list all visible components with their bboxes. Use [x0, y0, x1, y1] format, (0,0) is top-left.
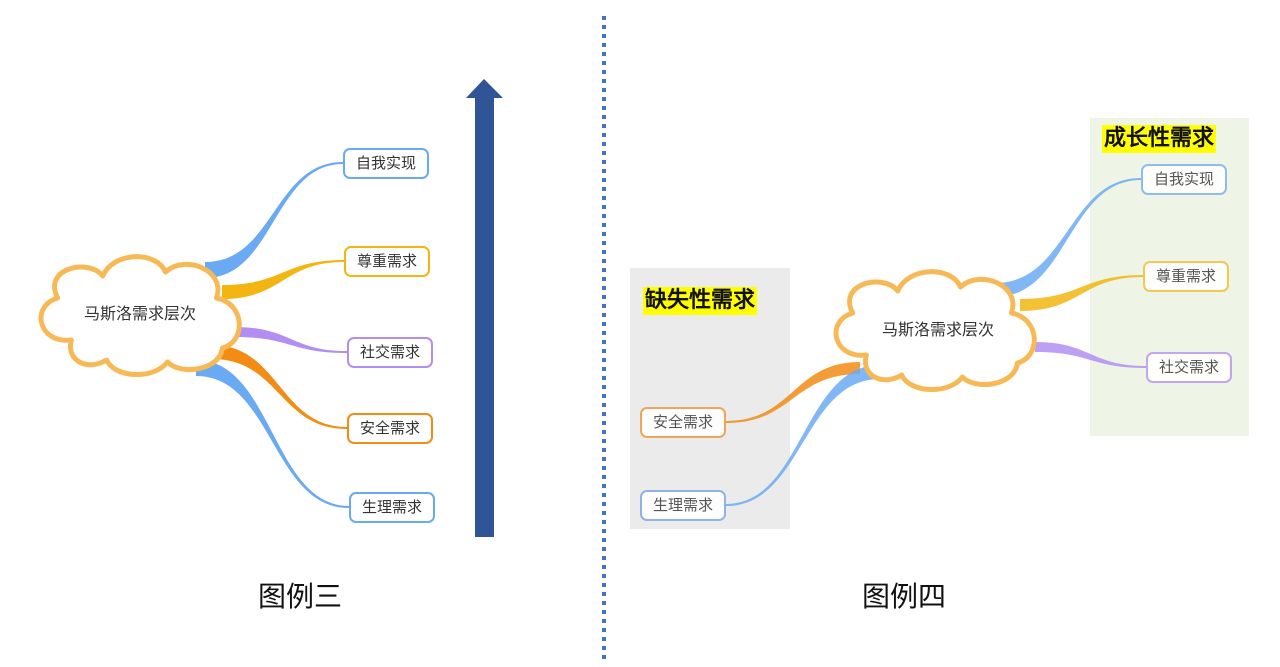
growth-needs-label: 成长性需求 — [1102, 125, 1217, 153]
branch-left-physiological — [196, 360, 349, 508]
cloud-right — [833, 269, 1037, 392]
left-center-topic: 马斯洛需求层次 — [83, 304, 196, 323]
right-caption: 图例四 — [861, 580, 946, 613]
cloud-left — [38, 254, 242, 377]
left-node-physiological[interactable]: 生理需求 — [349, 492, 435, 523]
branch-right-esteem — [1020, 275, 1143, 311]
left-caption: 图例三 — [257, 580, 342, 613]
branch-right-self-actualization — [995, 178, 1141, 297]
branch-right-social — [1035, 342, 1146, 368]
right-center-topic: 马斯洛需求层次 — [881, 320, 994, 339]
right-node-esteem[interactable]: 尊重需求 — [1143, 261, 1229, 292]
left-node-self-actualization[interactable]: 自我实现 — [343, 148, 429, 179]
left-node-esteem[interactable]: 尊重需求 — [344, 246, 430, 277]
right-node-self-actualization[interactable]: 自我实现 — [1141, 164, 1227, 195]
right-node-physiological[interactable]: 生理需求 — [640, 490, 726, 521]
branch-right-physiological — [726, 365, 880, 506]
branch-left-safety — [212, 345, 347, 429]
deficit-needs-label: 缺失性需求 — [643, 287, 758, 315]
branch-right-safety — [726, 362, 860, 423]
upward-arrow — [466, 79, 503, 537]
branch-left-social — [235, 327, 347, 353]
right-node-social[interactable]: 社交需求 — [1146, 352, 1232, 383]
left-node-social[interactable]: 社交需求 — [347, 337, 433, 368]
branch-left-esteem — [222, 260, 344, 299]
branch-left-self-actualization — [205, 162, 343, 278]
right-node-safety[interactable]: 安全需求 — [640, 407, 726, 438]
left-node-safety[interactable]: 安全需求 — [347, 413, 433, 444]
